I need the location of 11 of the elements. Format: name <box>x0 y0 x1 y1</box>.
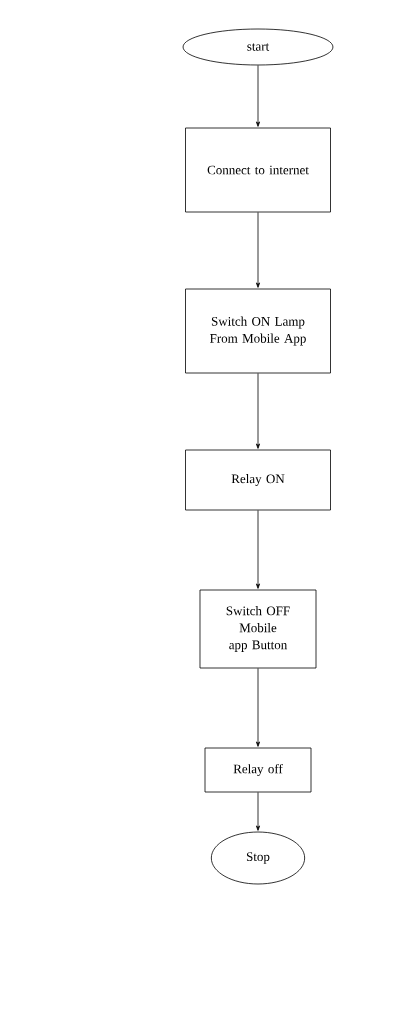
process-box: Switch OFF Mobile app Button <box>199 589 317 669</box>
arrow <box>256 792 260 831</box>
process-box: Relay ON <box>185 449 331 511</box>
process-box: Connect to internet <box>185 127 331 213</box>
arrow <box>256 65 260 127</box>
arrow <box>256 373 260 449</box>
process-box: Switch ON Lamp From Mobile App <box>185 288 331 374</box>
arrow <box>256 668 260 747</box>
process-box: Relay off <box>204 747 312 793</box>
arrow <box>256 510 260 589</box>
arrow <box>256 212 260 288</box>
